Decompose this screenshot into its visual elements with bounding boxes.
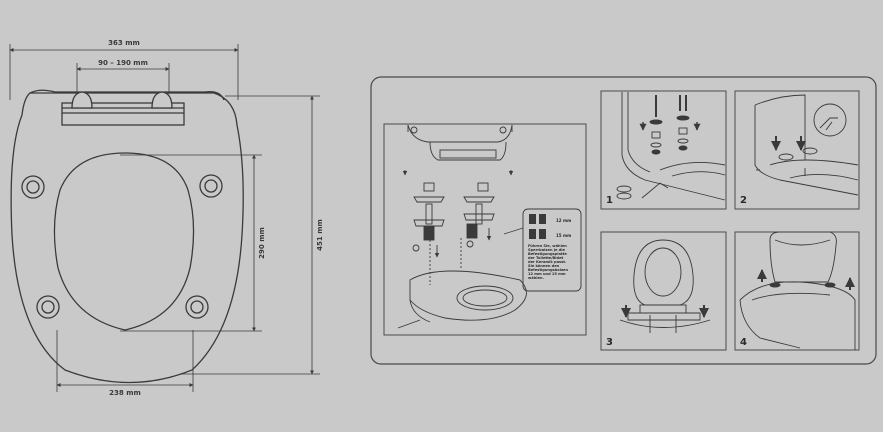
- step-3-number: 3: [606, 337, 613, 348]
- dimension-lines: [9, 44, 320, 392]
- installation-frame: [370, 76, 877, 365]
- bolt-size-15: 15 mm: [556, 233, 571, 238]
- step-2-panel: 2: [734, 90, 860, 210]
- step-1-panel: 1: [600, 90, 727, 210]
- hinge-plate: [61, 102, 185, 126]
- dimension-labels: 363 mm 90 – 190 mm 290 mm 451 mm 238 mm: [98, 39, 324, 397]
- bolt-size-card: 12 mm 15 mm Führen Sie, wählen Sperrbolz…: [503, 208, 582, 292]
- bumper-bottom-right: [185, 295, 209, 319]
- dim-inner-width: 238 mm: [109, 389, 141, 397]
- fitting-note-6: Sie können den: [528, 264, 560, 268]
- step-1-number: 1: [606, 195, 613, 206]
- dim-inner-height: 290 mm: [258, 227, 266, 259]
- hinge-knob-right: [151, 91, 173, 109]
- exploded-view: 12 mm 15 mm Führen Sie, wählen Sperrbolz…: [383, 123, 587, 336]
- dim-total-length: 451 mm: [316, 219, 324, 251]
- bumper-top-left: [21, 175, 45, 199]
- fitting-note-4: der Toilette/Bidet: [528, 256, 564, 260]
- step-4-panel: 4: [734, 231, 860, 351]
- fitting-note-3: Befestigungsplatte: [528, 252, 567, 256]
- dim-hinge-distance: 90 – 190 mm: [98, 59, 148, 67]
- step-4-number: 4: [740, 337, 747, 348]
- fitting-note-2: Sperrbolzen je die: [528, 248, 565, 252]
- fitting-note-9: wählen.: [528, 276, 544, 280]
- fitting-note-8: 12 mm und 15 mm: [528, 272, 566, 276]
- fitting-note-5: der Keramik passt.: [528, 260, 566, 264]
- bumper-top-right: [199, 174, 223, 198]
- step-2-number: 2: [740, 195, 747, 206]
- fitting-note-1: Führen Sie, wählen: [528, 244, 567, 248]
- seat-opening: [53, 152, 195, 331]
- hinge-bar: [29, 89, 225, 101]
- seat-outline: [10, 92, 244, 384]
- seat-dimension-drawing: [10, 89, 244, 384]
- hinge-knob-left: [71, 91, 93, 109]
- bolt-size-12: 12 mm: [556, 218, 571, 223]
- bumper-bottom-left: [36, 295, 60, 319]
- fitting-note-7: Befestigungsbolzen: [528, 268, 568, 272]
- dim-total-width: 363 mm: [108, 39, 140, 47]
- step-3-panel: 3: [600, 231, 727, 351]
